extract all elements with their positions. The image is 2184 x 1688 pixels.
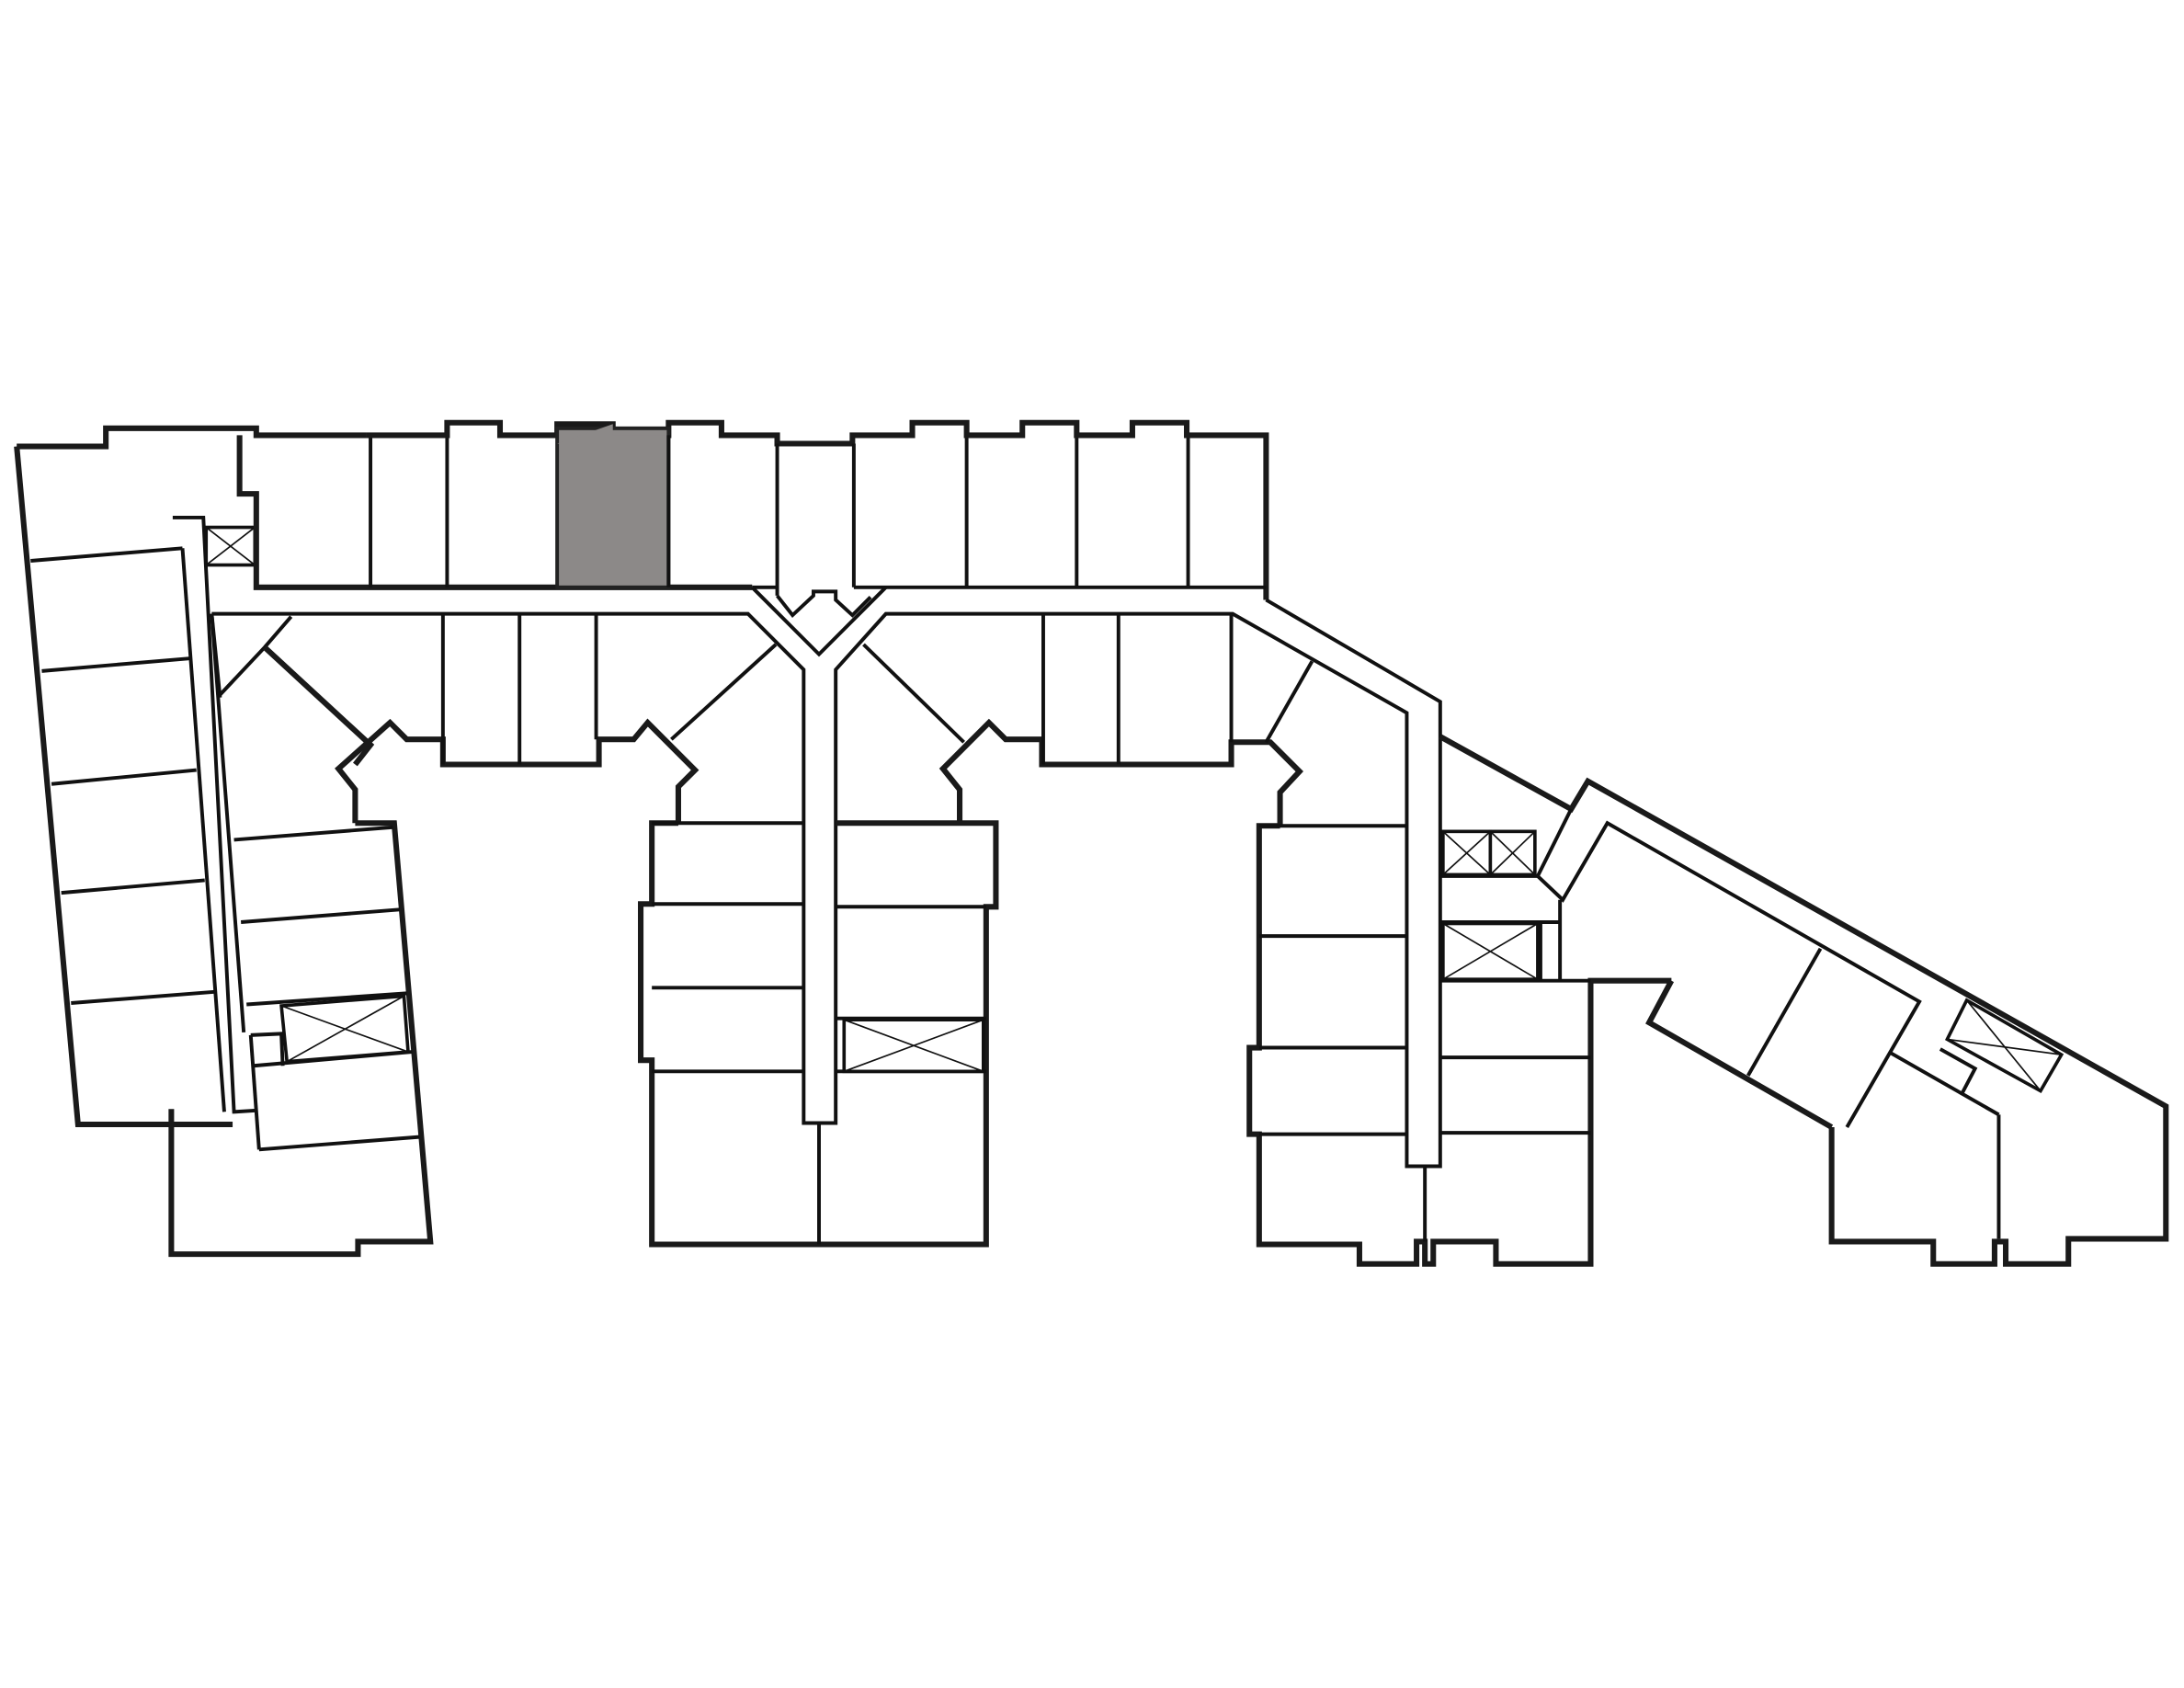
west-wing: [14, 425, 434, 1258]
north-wing: [236, 419, 1269, 600]
center-left-block: [210, 613, 778, 824]
center-right-block: [862, 613, 1314, 827]
northeast-wing: [1439, 734, 2169, 1267]
highlighted-unit[interactable]: [555, 426, 671, 589]
corridor: [211, 586, 1442, 1169]
center-block: [638, 820, 999, 1248]
east-block: [1246, 823, 1672, 1267]
